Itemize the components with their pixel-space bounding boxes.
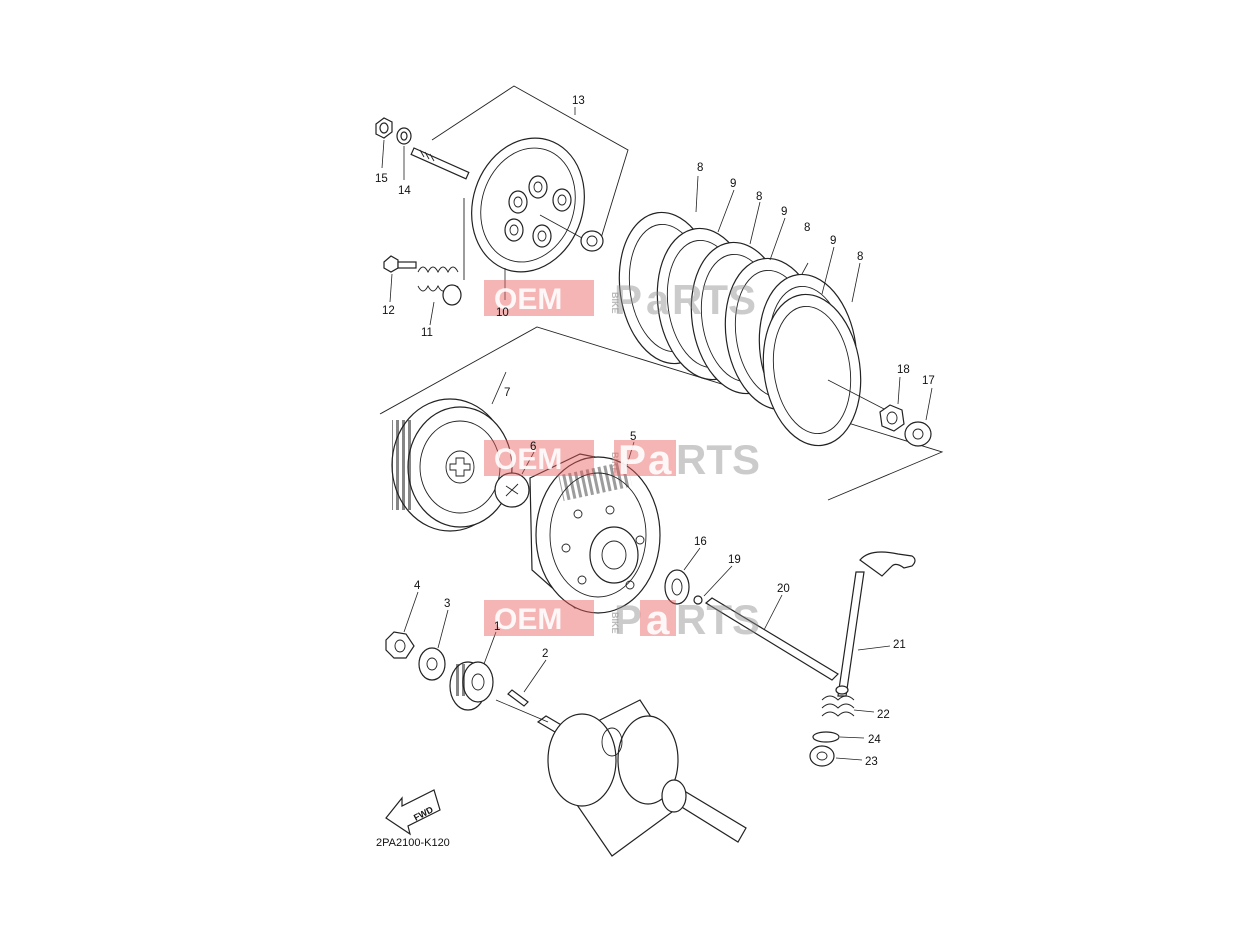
- bolt-part-12: [383, 255, 417, 303]
- washer-part-14: [396, 127, 412, 180]
- callout: 1: [494, 621, 500, 633]
- callout: 13: [572, 95, 585, 107]
- svg-text:P: P: [614, 596, 642, 643]
- primary-driven-gear-part-7: [391, 371, 513, 532]
- svg-text:BIKE: BIKE: [610, 452, 620, 474]
- svg-text:RTS: RTS: [676, 436, 760, 483]
- svg-text:P: P: [614, 276, 642, 323]
- callout: 3: [444, 598, 450, 610]
- callout: 8: [857, 251, 863, 263]
- callout: 14: [398, 185, 411, 197]
- svg-text:BIKE: BIKE: [610, 292, 620, 314]
- crankshaft: [495, 699, 747, 857]
- callout: 4: [414, 580, 421, 592]
- callout: 20: [777, 583, 790, 595]
- svg-text:OEM: OEM: [494, 443, 562, 476]
- callout: 16: [694, 536, 707, 548]
- callout: 17: [922, 375, 935, 387]
- key-part-2: [507, 659, 547, 707]
- pressure-rod: [410, 147, 470, 180]
- callout: 18: [897, 364, 910, 376]
- thrust-plate-part-6: [494, 451, 535, 508]
- callout: 12: [382, 305, 395, 317]
- callout: 7: [504, 387, 510, 399]
- svg-text:a: a: [646, 596, 670, 643]
- push-lever-shaft-part-21: [835, 551, 916, 697]
- clutch-plate-stack: [618, 175, 887, 447]
- callout: 9: [781, 206, 787, 218]
- callout: 15: [375, 173, 388, 185]
- bearing-part-13: [539, 214, 604, 252]
- lock-washer-part-17: [904, 387, 933, 447]
- callout: 8: [804, 222, 810, 234]
- callout: 10: [496, 307, 509, 319]
- clutch-housing-part-5: [529, 441, 661, 614]
- callout: 23: [865, 756, 878, 768]
- push-rod-part-20: [704, 594, 839, 681]
- nut-part-4: [385, 591, 419, 659]
- svg-text:OEM: OEM: [494, 603, 562, 636]
- callout: 8: [697, 162, 703, 174]
- washer-part-16: [664, 547, 701, 605]
- svg-text:BIKE: BIKE: [610, 612, 620, 634]
- svg-text:P: P: [618, 436, 646, 483]
- spring-part-11: [417, 266, 462, 326]
- nut-part-15: [375, 117, 393, 169]
- callout: 11: [421, 327, 433, 339]
- callout-labels: 13 15 14 12 11 10 8 9 8 9 8 9 8 7 18 17 …: [375, 95, 935, 768]
- svg-text:a: a: [646, 276, 670, 323]
- callout: 6: [530, 441, 536, 453]
- watermark-top: OEM BIKE P a RTS: [484, 276, 756, 323]
- callout: 9: [830, 235, 836, 247]
- pressure-plate-part-10: [471, 137, 585, 300]
- callout: 24: [868, 734, 881, 746]
- washer-part-3: [418, 609, 449, 681]
- diagram-code: 2PA2100-K120: [376, 837, 450, 849]
- circlip-part-24: [812, 731, 865, 743]
- callout: 21: [893, 639, 906, 651]
- svg-text:RTS: RTS: [676, 596, 760, 643]
- svg-text:RTS: RTS: [672, 276, 756, 323]
- svg-text:OEM: OEM: [494, 283, 562, 316]
- svg-text:a: a: [648, 436, 672, 483]
- callout: 9: [730, 178, 736, 190]
- callout: 5: [630, 431, 636, 443]
- callout: 22: [877, 709, 890, 721]
- callout: 8: [756, 191, 762, 203]
- oil-seal-part-23: [809, 745, 863, 767]
- primary-drive-gear-part-1: [449, 631, 497, 711]
- spring-part-22: [821, 695, 875, 717]
- watermark-bottom: OEM BIKE P a RTS: [484, 596, 760, 643]
- watermark-middle: OEM BIKE P a RTS: [484, 436, 760, 483]
- callout: 19: [728, 554, 741, 566]
- nut-part-18: [879, 376, 905, 432]
- ball-part-19: [693, 565, 733, 605]
- fwd-arrow-icon: FWD: [385, 789, 441, 836]
- group-frame-13: [431, 85, 629, 280]
- callout: 2: [542, 648, 548, 660]
